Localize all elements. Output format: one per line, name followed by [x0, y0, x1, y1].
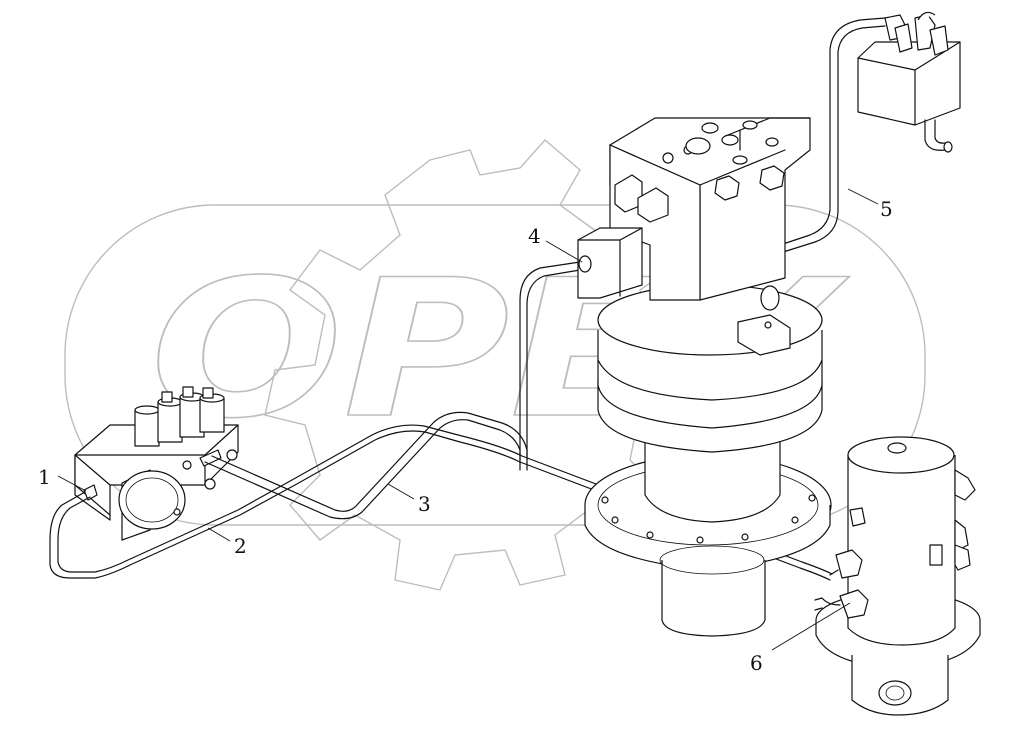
callout-4: 4	[528, 224, 541, 248]
center-swivel-joint	[814, 436, 981, 716]
junction-block-4	[577, 227, 643, 299]
solenoid-valve-block	[74, 386, 239, 541]
pipe-3	[204, 419, 521, 520]
leader-5	[847, 188, 879, 205]
callout-5: 5	[880, 197, 893, 221]
callout-2: 2	[234, 534, 247, 558]
leader-1	[57, 475, 87, 492]
watermark-frame	[64, 204, 926, 526]
pipes	[49, 17, 886, 581]
manifold-block-5	[857, 11, 961, 153]
callout-3: 3	[418, 492, 431, 516]
leader-6	[771, 602, 851, 651]
leader-4	[545, 240, 583, 263]
pipe-5	[779, 17, 886, 246]
leader-2	[207, 527, 231, 542]
callouts: 1 2 3 4 5 6	[38, 188, 893, 675]
leader-3	[387, 483, 415, 500]
callout-6: 6	[750, 651, 763, 675]
swing-motor-assembly	[584, 117, 832, 637]
pipe-4-feed	[519, 261, 581, 461]
callout-1: 1	[38, 465, 51, 489]
